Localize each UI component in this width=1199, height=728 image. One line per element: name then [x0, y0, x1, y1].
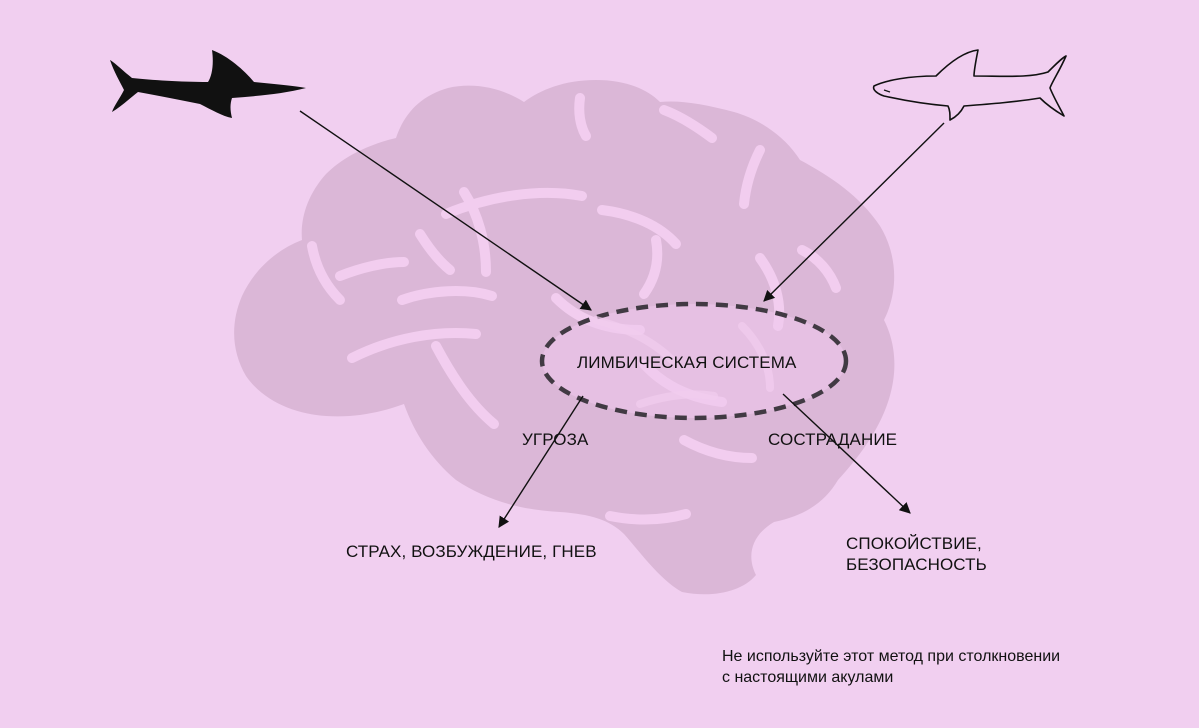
- calm-outcome-line: СПОКОЙСТВИЕ,: [846, 534, 982, 553]
- limbic-inner-lines: [592, 316, 774, 408]
- calm-outcome-label: СПОКОЙСТВИЕ, БЕЗОПАСНОСТЬ: [846, 533, 987, 575]
- threat-label: УГРОЗА: [522, 430, 589, 449]
- disclaimer-note: Не используйте этот метод при столкновен…: [722, 646, 1060, 688]
- arrow-compassion-output: [782, 393, 911, 514]
- disclaimer-line: с настоящими акулами: [722, 669, 894, 686]
- shark-silhouette-icon: [110, 50, 306, 118]
- fear-outcome-label: СТРАХ, ВОЗБУЖДЕНИЕ, ГНЕВ: [346, 542, 597, 561]
- compassion-label: СОСТРАДАНИЕ: [768, 430, 898, 449]
- limbic-system-label: ЛИМБИЧЕСКАЯ СИСТЕМА: [577, 353, 797, 372]
- arrow-threat-input: [299, 110, 592, 311]
- calm-outcome-line: БЕЗОПАСНОСТЬ: [846, 555, 987, 574]
- arrow-threat-output: [498, 395, 584, 528]
- shark-outline-icon: [872, 49, 1067, 121]
- arrow-compassion-input: [763, 122, 945, 302]
- disclaimer-line: Не используйте этот метод при столкновен…: [722, 648, 1061, 665]
